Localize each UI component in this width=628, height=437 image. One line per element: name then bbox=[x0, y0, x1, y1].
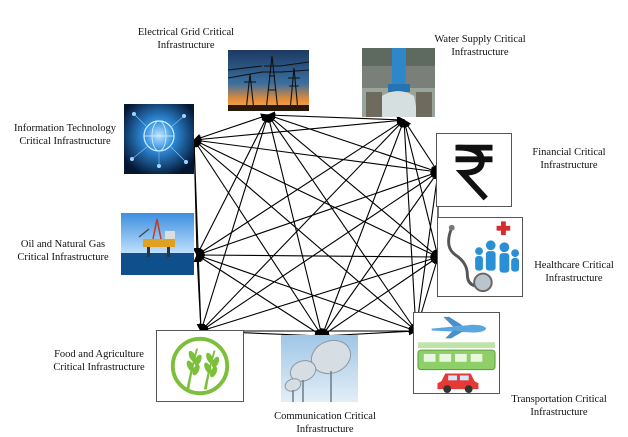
arrow-water-financial bbox=[403, 119, 439, 173]
arrow-electrical-financial bbox=[267, 113, 439, 174]
arrow-it-communication bbox=[193, 139, 323, 337]
arrow-it-healthcare bbox=[193, 139, 439, 258]
arrow-oil-transportation bbox=[196, 253, 417, 333]
transport-icon bbox=[413, 312, 500, 394]
arrow-water-transportation bbox=[400, 119, 420, 332]
arrow-financial-transportation bbox=[412, 171, 442, 332]
wheat-icon bbox=[156, 330, 244, 402]
arrow-oil-communication bbox=[196, 254, 323, 337]
arrow-water-it bbox=[193, 116, 405, 144]
arrow-water-healthcare bbox=[401, 119, 441, 258]
arrow-financial-food bbox=[200, 171, 439, 332]
arrow-it-financial bbox=[193, 136, 439, 176]
stethoscope-icon bbox=[437, 217, 523, 297]
oil-rig-icon bbox=[121, 213, 194, 275]
connection-arrows bbox=[190, 111, 442, 340]
arrow-water-communication bbox=[320, 119, 406, 337]
arrow-oil-healthcare bbox=[196, 251, 439, 261]
rupee-icon bbox=[436, 133, 512, 207]
arrow-water-oil bbox=[196, 119, 405, 256]
water-pipe-icon bbox=[362, 48, 435, 117]
power-grid-icon bbox=[228, 50, 309, 111]
satellite-dish-icon bbox=[281, 335, 358, 402]
network-globe-icon bbox=[124, 104, 194, 174]
arrow-electrical-food bbox=[199, 114, 270, 332]
arrow-electrical-communication bbox=[265, 114, 325, 337]
arrow-electrical-healthcare bbox=[267, 114, 439, 258]
